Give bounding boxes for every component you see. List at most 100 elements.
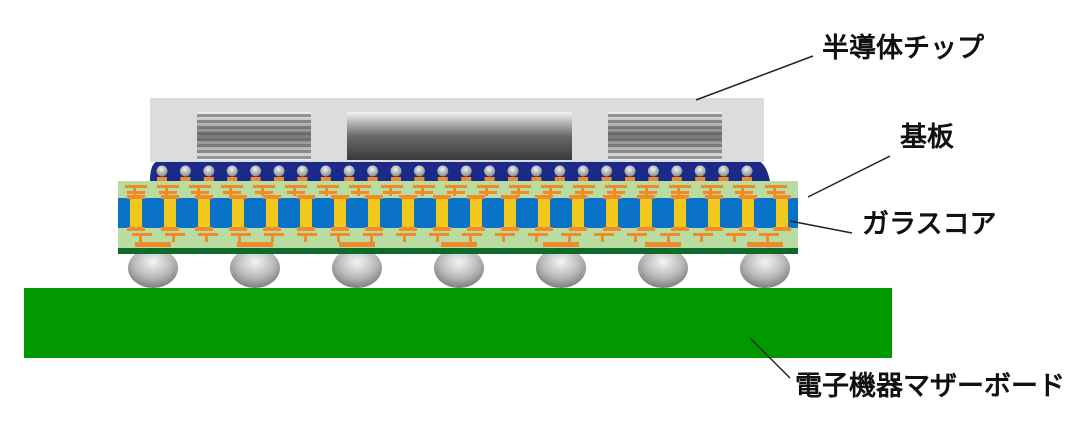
- trace: [165, 233, 185, 236]
- trace: [127, 191, 145, 194]
- via: [300, 198, 312, 228]
- trace: [287, 191, 305, 194]
- trace: [573, 185, 595, 188]
- via-cap-bottom: [263, 227, 281, 231]
- solder-ball: [128, 248, 178, 288]
- trace: [157, 185, 179, 188]
- trace: [561, 233, 581, 236]
- via-cap-top: [399, 195, 417, 199]
- via-cap-top: [603, 195, 621, 199]
- trace: [429, 233, 449, 236]
- trace: [253, 185, 275, 188]
- via: [776, 198, 788, 228]
- trace: [605, 185, 627, 188]
- trace: [319, 191, 337, 194]
- trace: [575, 191, 593, 194]
- trace-via: [700, 236, 703, 242]
- bump-pad: [367, 177, 378, 181]
- via-cap-top: [501, 195, 519, 199]
- trace-via: [205, 236, 208, 242]
- bump-pad: [414, 177, 425, 181]
- micro-bump: [484, 165, 496, 177]
- label-chip: 半導体チップ: [822, 32, 985, 64]
- via-cap-bottom: [467, 227, 485, 231]
- micro-bump: [343, 165, 355, 177]
- via: [198, 198, 210, 228]
- chip-stripe: [608, 144, 722, 147]
- via: [368, 198, 380, 228]
- via-cap-bottom: [535, 227, 553, 231]
- trace-via: [304, 236, 307, 242]
- via-cap-top: [263, 195, 281, 199]
- trace-via: [337, 236, 340, 242]
- bottom-pad: [543, 242, 579, 247]
- via: [708, 198, 720, 228]
- trace: [703, 191, 721, 194]
- glass-core-layer: [118, 198, 798, 228]
- trace-via: [469, 236, 472, 242]
- chip-stripe: [608, 114, 722, 117]
- trace: [223, 191, 241, 194]
- chip-stripe: [197, 120, 311, 123]
- via: [402, 198, 414, 228]
- bump-pad: [157, 177, 167, 181]
- trace: [264, 233, 284, 236]
- trace: [765, 185, 787, 188]
- substrate-bottom-pads: [135, 242, 783, 247]
- via: [334, 198, 346, 228]
- via: [470, 198, 482, 228]
- leader-line-substrate: [807, 155, 891, 198]
- micro-bump: [577, 165, 589, 177]
- via-cap-bottom: [603, 227, 621, 231]
- substrate-bottom-layer: [118, 248, 798, 254]
- via: [130, 198, 142, 228]
- bump-pad: [320, 177, 331, 181]
- trace: [396, 233, 416, 236]
- bump-pad: [227, 177, 238, 181]
- via-cap-bottom: [569, 227, 587, 231]
- chip-stripe: [197, 156, 311, 159]
- substrate-wiring: [125, 185, 787, 242]
- trace: [191, 191, 209, 194]
- via-cap-bottom: [365, 227, 383, 231]
- chip-stripe: [608, 150, 722, 153]
- trace: [693, 233, 713, 236]
- trace: [543, 191, 561, 194]
- via-cap-bottom: [331, 227, 349, 231]
- trace: [607, 191, 625, 194]
- trace-via: [733, 236, 736, 242]
- trace-via: [436, 236, 439, 242]
- trace: [285, 185, 307, 188]
- micro-bump: [554, 165, 566, 177]
- trace: [669, 185, 691, 188]
- trace: [349, 185, 371, 188]
- bump-pad: [297, 177, 308, 181]
- micro-bump: [741, 165, 753, 177]
- solder-ball: [230, 248, 280, 288]
- via-cap-top: [637, 195, 655, 199]
- via: [164, 198, 176, 228]
- bottom-pad: [441, 242, 477, 247]
- via-cap-bottom: [399, 227, 417, 231]
- via: [504, 198, 516, 228]
- label-motherboard: 電子機器マザーボード: [795, 371, 1065, 402]
- trace: [701, 185, 723, 188]
- via-cap-bottom: [297, 227, 315, 231]
- trace: [594, 233, 614, 236]
- solder-ball: [434, 248, 484, 288]
- micro-bump: [460, 165, 472, 177]
- bump-pad: [601, 177, 612, 181]
- bump-pad: [742, 177, 752, 181]
- via: [232, 198, 244, 228]
- bump-pad: [484, 177, 495, 181]
- trace: [733, 185, 755, 188]
- via-cap-bottom: [671, 227, 689, 231]
- trace: [255, 191, 273, 194]
- trace: [381, 185, 403, 188]
- trace-via: [667, 236, 670, 242]
- trace: [189, 185, 211, 188]
- bottom-pad: [135, 242, 171, 247]
- via: [606, 198, 618, 228]
- trace: [511, 191, 529, 194]
- trace-via: [502, 236, 505, 242]
